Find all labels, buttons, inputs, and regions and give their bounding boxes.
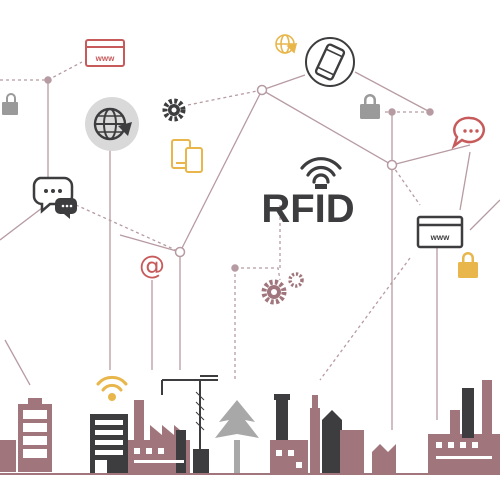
battery-icon (0, 398, 52, 472)
network-lines (0, 61, 500, 430)
www-label-top: www (95, 54, 115, 63)
network-nodes (44, 76, 434, 272)
wifi-signal-icon-rfid (300, 157, 342, 184)
rfid-label: RFID (261, 187, 354, 231)
gear-icon-top (162, 98, 186, 122)
at-sign-icon: @ (139, 251, 165, 281)
mobile-devices-icon (171, 139, 203, 173)
gears-icon (261, 272, 304, 305)
small-globe-icon (275, 34, 298, 54)
www-window-icon-right: www (416, 215, 464, 249)
factory-icon-left (128, 400, 190, 474)
office-building-icon (90, 414, 128, 474)
rfid-badge: RFID (261, 157, 355, 231)
lock-icon-gold (458, 252, 478, 278)
factory-icon-right (428, 380, 500, 474)
at-label: @ (139, 251, 165, 281)
globe-cursor-icon (85, 97, 139, 151)
chat-bubble-icon-right (451, 116, 485, 150)
tree-icon (215, 400, 259, 474)
factory-icon-center (270, 394, 396, 474)
www-label-right: www (430, 233, 450, 242)
lock-icon (2, 93, 18, 115)
chat-bubbles-icon (32, 176, 77, 219)
smartphone-icon (305, 37, 355, 87)
lock-icon-mid (360, 94, 380, 119)
wifi-signal-icon-bottom (96, 375, 128, 401)
www-window-icon-top: www (85, 39, 125, 67)
